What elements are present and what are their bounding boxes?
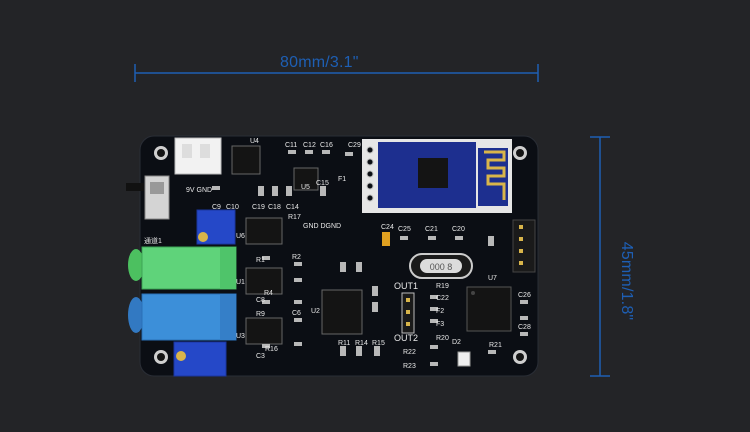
r22-label: R22	[403, 349, 416, 356]
chip-u5	[293, 167, 319, 191]
c29-label: C29	[348, 142, 361, 149]
width-dimension-label: 80mm/3.1"	[280, 54, 359, 71]
c21-label: C21	[425, 226, 438, 233]
chip-u2	[321, 289, 363, 335]
c26-label: C26	[518, 292, 531, 299]
r15-label: R15	[372, 340, 385, 347]
gnd-label: GND DGND	[303, 223, 341, 230]
height-dimension-line	[590, 136, 610, 377]
r16-label: R16	[265, 346, 278, 353]
d2-label: D2	[452, 339, 461, 346]
u5-label: U5	[301, 184, 310, 191]
c25-label: C25	[398, 226, 411, 233]
crystal-label: 000 8	[430, 262, 453, 272]
c20-label: C20	[452, 226, 465, 233]
audio-jack-green	[128, 246, 237, 290]
out2-label: OUT2	[394, 333, 418, 343]
r14-label: R14	[355, 340, 368, 347]
chip-u1	[245, 267, 283, 295]
channel-label: 通道1	[144, 236, 162, 245]
smd-components	[212, 150, 528, 366]
u2-label: U2	[311, 308, 320, 315]
chip-u4	[231, 145, 261, 175]
c10-label: C10	[226, 204, 239, 211]
c18-label: C18	[268, 204, 281, 211]
c16-label: C16	[320, 142, 333, 149]
c9-label: C9	[212, 204, 221, 211]
r21-label: R21	[489, 342, 502, 349]
r11-label: R11	[338, 340, 350, 347]
tantalum-capacitor	[382, 232, 390, 246]
c8-label: C8	[256, 297, 265, 304]
r20-label: R20	[436, 335, 449, 342]
slide-switch	[126, 175, 170, 220]
chip-u3	[245, 317, 283, 345]
out1-label: OUT1	[394, 281, 418, 291]
chip-u7	[466, 286, 512, 332]
r17-label: R17	[288, 214, 301, 221]
u3-label: U3	[236, 333, 245, 340]
c19-label: C19	[252, 204, 265, 211]
switch-label: 9V GND	[186, 187, 212, 194]
crystal-oscillator: 000 8	[409, 253, 473, 279]
r4-label: R4	[264, 290, 273, 297]
trimmer-pot-1	[196, 209, 236, 245]
trimmer-pot-2	[173, 341, 227, 377]
u7-label: U7	[488, 275, 497, 282]
r2-label: R2	[292, 254, 301, 261]
r9-label: R9	[256, 311, 265, 318]
c12-label: C12	[303, 142, 316, 149]
wireless-module	[362, 139, 512, 213]
f1-label: F1	[338, 176, 346, 183]
r23-label: R23	[403, 363, 416, 370]
f3-label: F3	[436, 321, 444, 328]
power-connector	[174, 137, 222, 175]
u1-label: U1	[236, 279, 245, 286]
f2-label: F2	[436, 308, 444, 315]
c24-label: C24	[381, 224, 394, 231]
chip-u6	[245, 217, 283, 245]
pin-header	[512, 219, 536, 273]
r1-label: R1	[256, 257, 265, 264]
jumper-header	[401, 292, 415, 334]
u4-label: U4	[250, 138, 259, 145]
u6-label: U6	[236, 233, 245, 240]
c28-label: C28	[518, 324, 531, 331]
audio-jack-blue	[128, 293, 237, 341]
c22-label: C22	[436, 295, 449, 302]
c14-label: C14	[286, 204, 299, 211]
silkscreen-labels: 9V GND 通道1 GND DGND OUT1 OUT2 U6 U1 U3 U…	[144, 138, 531, 370]
led-d2	[457, 351, 471, 367]
c11-label: C11	[285, 142, 297, 149]
c15-label: C15	[316, 180, 329, 187]
c6-label: C6	[292, 310, 301, 317]
r19-label: R19	[436, 283, 449, 290]
width-dimension-line	[134, 64, 539, 82]
mounting-holes	[154, 146, 527, 364]
c3-label: C3	[256, 353, 265, 360]
